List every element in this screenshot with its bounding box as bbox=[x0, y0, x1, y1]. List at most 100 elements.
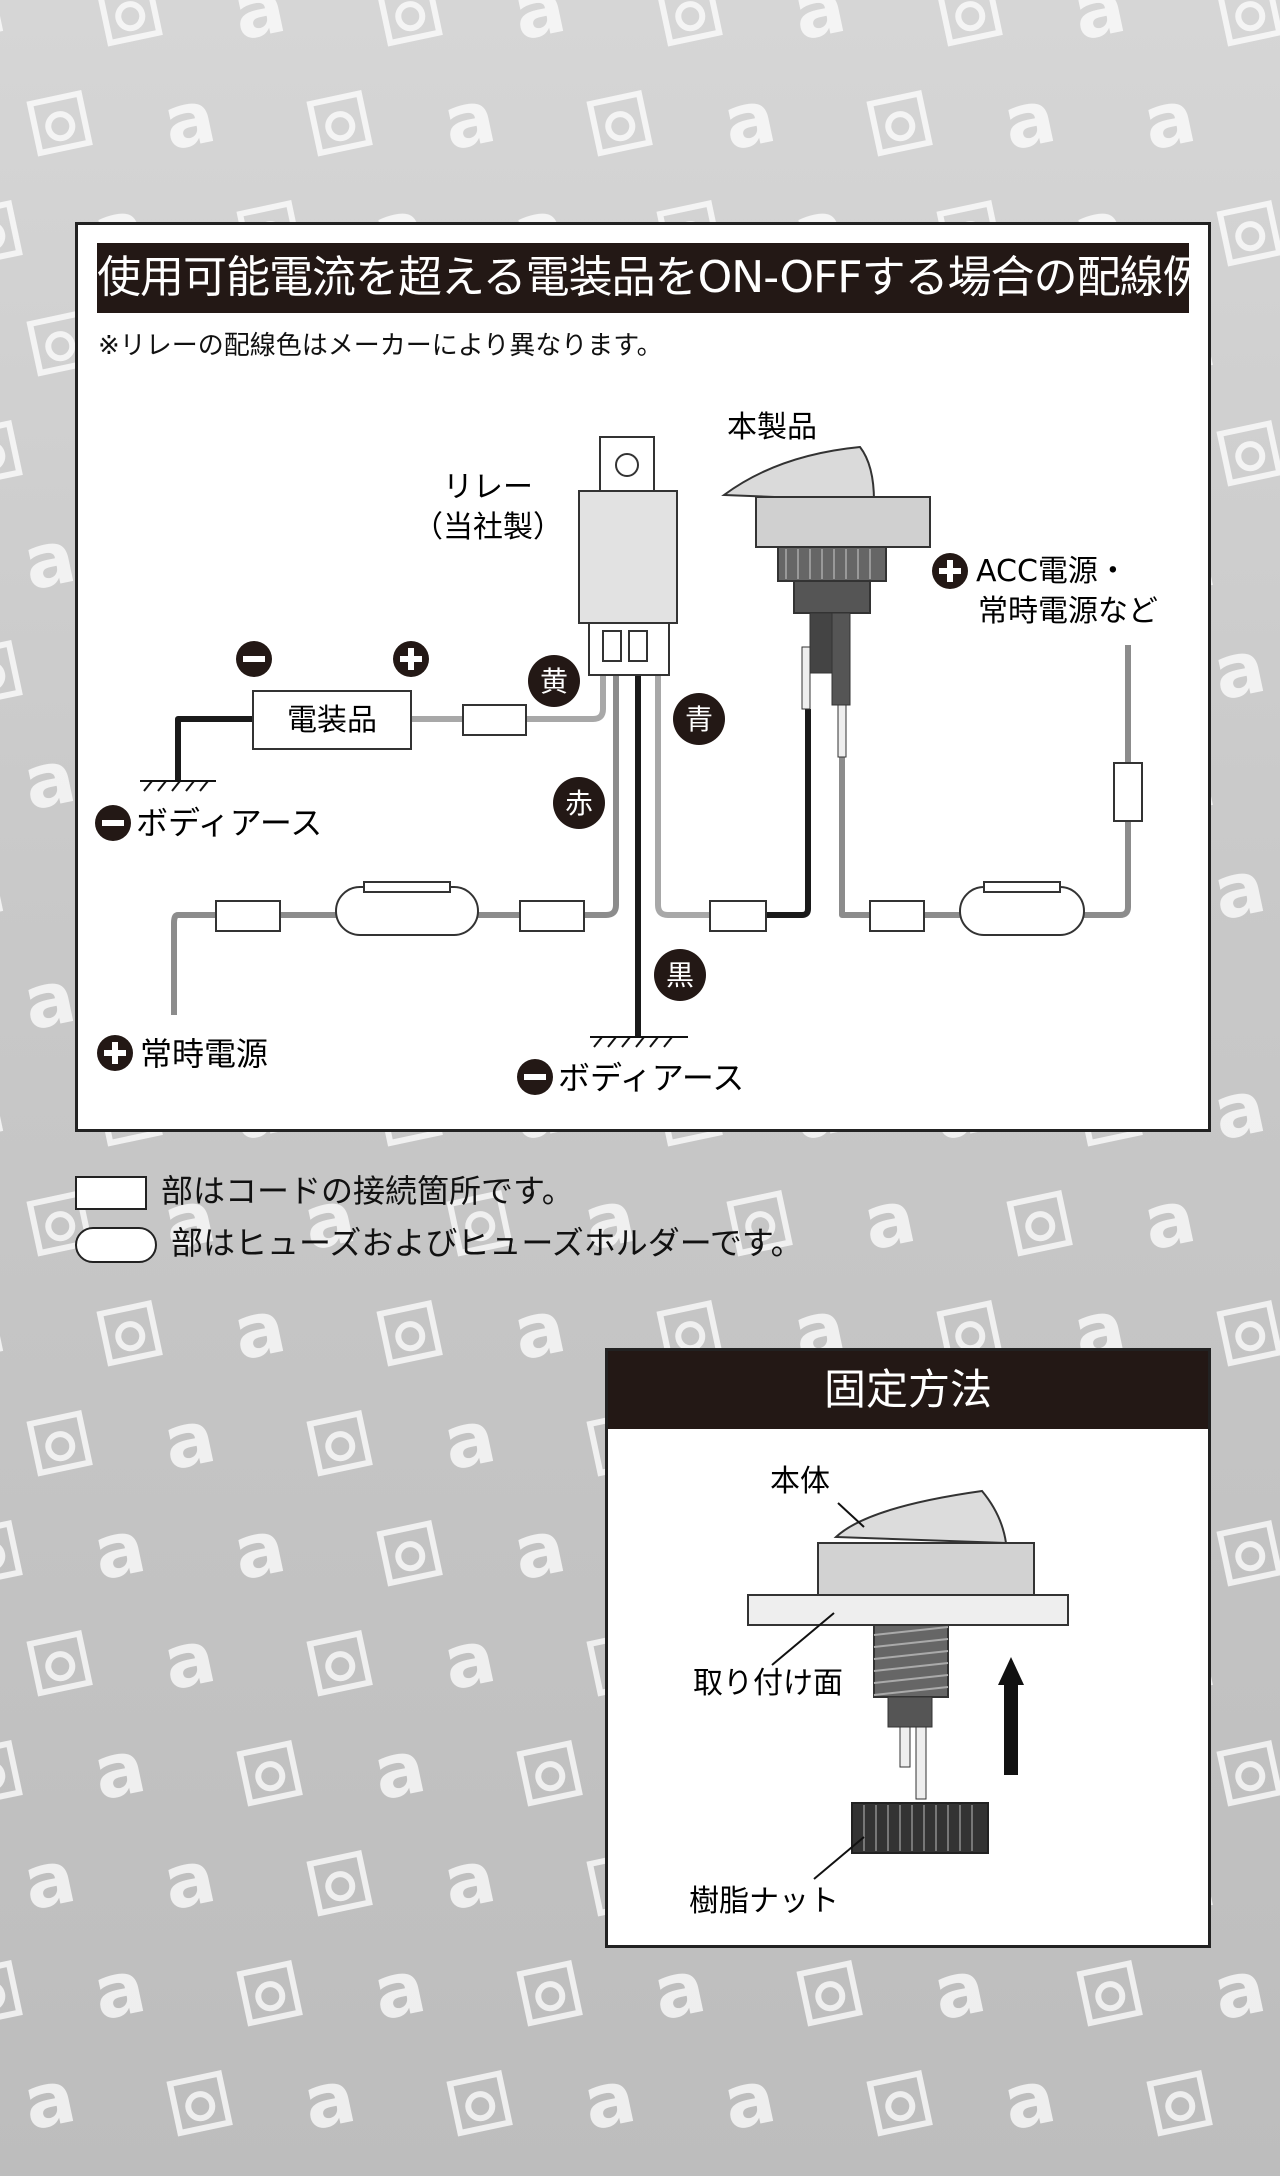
pattern-glyph: a bbox=[716, 2053, 783, 2148]
pattern-glyph: a bbox=[1066, 0, 1133, 58]
earth-symbol-bottom bbox=[590, 1036, 688, 1048]
pattern-glyph: a bbox=[16, 953, 83, 1048]
fuse-holder-acc bbox=[959, 886, 1085, 936]
pattern-glyph: a bbox=[16, 2053, 83, 2148]
legend-fuse-text: 部はヒューズおよびヒューズホルダーです。 bbox=[171, 1224, 803, 1262]
pattern-logo-icon bbox=[306, 1630, 373, 1697]
product-label: 本製品 bbox=[727, 410, 817, 445]
yellow-wire bbox=[411, 673, 606, 722]
relay-color-note: ※リレーの配線色はメーカーにより異なります。 bbox=[98, 331, 663, 361]
legend-connection: 部はコードの接続箇所です。 bbox=[75, 1166, 574, 1212]
wiring-diagram-panel: 使用可能電流を超える電装品をON-OFFする場合の配線例 ※リレーの配線色はメー… bbox=[75, 222, 1211, 1132]
blue-wire bbox=[655, 673, 710, 918]
pattern-glyph: a bbox=[226, 1283, 293, 1378]
pattern-logo-icon bbox=[96, 0, 163, 47]
pattern-glyph: a bbox=[0, 1283, 13, 1378]
badge-blue-text: 青 bbox=[685, 703, 713, 736]
pattern-logo-icon bbox=[306, 1850, 373, 1917]
pattern-glyph: a bbox=[506, 1283, 573, 1378]
pattern-logo-icon bbox=[0, 1520, 23, 1587]
pattern-logo-icon bbox=[26, 1630, 93, 1697]
pattern-glyph: a bbox=[1136, 1173, 1203, 1268]
pattern-logo-icon bbox=[236, 1740, 303, 1807]
pattern-logo-icon bbox=[0, 200, 23, 267]
fuse-legend-icon bbox=[75, 1227, 157, 1263]
pattern-glyph: a bbox=[1206, 1063, 1273, 1158]
pattern-glyph: a bbox=[156, 1613, 223, 1708]
pattern-glyph: a bbox=[436, 1613, 503, 1708]
pattern-glyph: a bbox=[436, 1833, 503, 1928]
pattern-glyph: a bbox=[226, 0, 293, 58]
wiring-diagram: 黄 青 赤 黒 リレー （当社製） 本製品 ACC電源・ 常時電源など 電装品 … bbox=[95, 410, 1158, 1097]
pattern-logo-icon bbox=[1146, 2070, 1213, 2137]
pattern-logo-icon bbox=[26, 1410, 93, 1477]
pattern-glyph: a bbox=[926, 1943, 993, 2038]
acc-power-label: ACC電源・ bbox=[976, 554, 1128, 589]
connector-legend-icon bbox=[75, 1176, 147, 1210]
device-label: 電装品 bbox=[287, 703, 377, 738]
pattern-glyph: a bbox=[1276, 293, 1280, 388]
pattern-logo-icon bbox=[236, 1960, 303, 2027]
pattern-logo-icon bbox=[1006, 1190, 1073, 1257]
pattern-logo-icon bbox=[446, 2070, 513, 2137]
connector-yellow bbox=[462, 704, 527, 736]
pattern-glyph: a bbox=[996, 2053, 1063, 2148]
pattern-logo-icon bbox=[586, 90, 653, 157]
pattern-logo-icon bbox=[376, 1520, 443, 1587]
pattern-logo-icon bbox=[376, 0, 443, 47]
pattern-logo-icon bbox=[516, 1960, 583, 2027]
badge-red-text: 赤 bbox=[565, 787, 593, 820]
connector-red-1 bbox=[519, 900, 585, 932]
pattern-glyph: a bbox=[506, 1503, 573, 1598]
fuse-acc bbox=[983, 881, 1061, 893]
switch-body bbox=[817, 1542, 1035, 1596]
pattern-logo-icon bbox=[1216, 0, 1280, 47]
relay-label: リレー bbox=[443, 470, 533, 505]
pattern-logo-icon bbox=[1216, 1300, 1280, 1367]
electrical-device-box bbox=[252, 690, 412, 750]
constant-power-etc-label: 常時電源など bbox=[978, 594, 1158, 629]
pattern-logo-icon bbox=[866, 90, 933, 157]
plus-icon-acc bbox=[932, 553, 968, 589]
pattern-glyph: a bbox=[0, 0, 13, 58]
pattern-glyph: a bbox=[86, 1943, 153, 2038]
pattern-logo-icon bbox=[866, 2070, 933, 2137]
pattern-logo-icon bbox=[0, 1960, 23, 2027]
badge-yellow bbox=[528, 655, 580, 707]
badge-yellow-text: 黄 bbox=[540, 665, 568, 698]
pattern-logo-icon bbox=[1216, 1520, 1280, 1587]
minus-icon-device bbox=[236, 641, 272, 677]
pattern-glyph: a bbox=[716, 73, 783, 168]
connector-acc-1 bbox=[869, 900, 925, 932]
pattern-logo-icon bbox=[96, 1300, 163, 1367]
pattern-glyph: a bbox=[156, 73, 223, 168]
pattern-glyph: a bbox=[1276, 1613, 1280, 1708]
connector-red-2 bbox=[215, 900, 281, 932]
device-earth-wire bbox=[175, 716, 253, 781]
fuse-red bbox=[363, 881, 451, 893]
pattern-logo-icon bbox=[1216, 1740, 1280, 1807]
switch-rocker bbox=[833, 1489, 1008, 1545]
pattern-glyph: a bbox=[16, 1833, 83, 1928]
pattern-logo-icon bbox=[446, 1190, 513, 1257]
pattern-glyph: a bbox=[1276, 733, 1280, 828]
pattern-logo-icon bbox=[376, 1300, 443, 1367]
pattern-glyph: a bbox=[786, 0, 853, 58]
pattern-glyph: a bbox=[16, 513, 83, 608]
pattern-glyph: a bbox=[996, 73, 1063, 168]
resin-nut bbox=[851, 1802, 989, 1854]
pattern-logo-icon bbox=[0, 1740, 23, 1807]
plus-icon-device bbox=[393, 641, 429, 677]
pattern-glyph: a bbox=[0, 843, 13, 938]
pattern-logo-icon bbox=[726, 1190, 793, 1257]
pattern-logo-icon bbox=[1076, 1960, 1143, 2027]
fixing-diagram: 本体 取り付け面 樹脂ナット bbox=[689, 1464, 1069, 1919]
switch-black-wire bbox=[766, 709, 811, 918]
pattern-glyph: a bbox=[1206, 1943, 1273, 2038]
pattern-glyph: a bbox=[576, 2053, 643, 2148]
legend-connection-text: 部はコードの接続箇所です。 bbox=[161, 1172, 574, 1210]
legend-fuse: 部はヒューズおよびヒューズホルダーです。 bbox=[75, 1218, 803, 1264]
pattern-logo-icon bbox=[1216, 420, 1280, 487]
pattern-logo-icon bbox=[166, 2070, 233, 2137]
pattern-logo-icon bbox=[306, 1410, 373, 1477]
